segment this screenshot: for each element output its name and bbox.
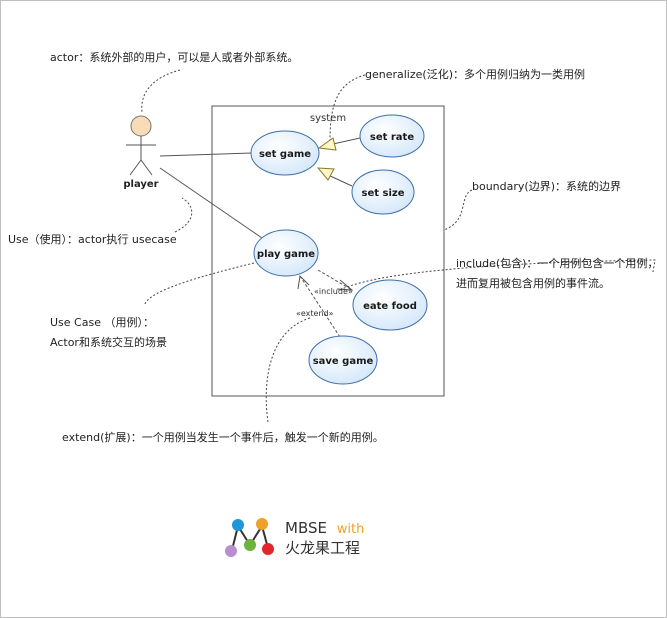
extend-line — [299, 275, 341, 338]
actor-name: player — [123, 179, 158, 190]
include-stereotype: «include» — [314, 287, 353, 296]
usecase-save-game[interactable]: save game — [308, 335, 378, 385]
logo-subtitle: 火龙果工程 — [285, 539, 360, 557]
logo-dot-purple — [225, 545, 237, 557]
usecase-set-rate[interactable]: set rate — [359, 114, 425, 158]
include-line — [317, 269, 353, 291]
logo-dot-green — [244, 539, 256, 551]
generalization-arrow-setsize — [316, 167, 335, 181]
note-connector-use — [174, 197, 193, 233]
usecase-set-game[interactable]: set game — [250, 130, 320, 176]
usecase-label: eate food — [363, 301, 417, 312]
system-label: system — [310, 113, 346, 124]
include-arrowhead — [336, 279, 354, 291]
system-boundary — [211, 105, 445, 397]
generalization-setrate — [332, 137, 361, 145]
usecase-label: set size — [362, 188, 405, 199]
usecase-set-size[interactable]: set size — [351, 169, 415, 215]
actor-head — [130, 115, 152, 137]
usecase-label: save game — [313, 356, 374, 367]
logo-dot-orange — [256, 518, 268, 530]
note-connector-generalize — [329, 74, 366, 141]
note-use: Use（使用）：actor执行 usecase — [8, 232, 177, 246]
association-player-playgame — [159, 167, 263, 239]
usecase-label: set game — [259, 149, 311, 160]
association-player-setgame — [159, 152, 253, 157]
actor-player[interactable]: player — [123, 115, 159, 190]
usecase-label: set rate — [370, 132, 414, 143]
note-connector-boundary — [443, 189, 473, 231]
mbse-logo — [225, 518, 274, 557]
generalization-setsize — [327, 174, 353, 187]
note-actor: actor：系统外部的用户，可以是人或者外部系统。 — [50, 50, 298, 64]
note-usecase-line1: Use Case （用例）： — [50, 315, 154, 329]
note-include-line1: include(包含)：一个用例包含一个用例， — [456, 256, 658, 270]
note-include-line2: 进而复用被包含用例的事件流。 — [456, 276, 610, 290]
logo-dot-red — [262, 543, 274, 555]
logo-dot-blue — [232, 519, 244, 531]
logo-with: with — [337, 522, 365, 537]
extend-arrowhead — [297, 274, 310, 290]
note-extend: extend(扩展)：一个用例当发生一个事件后，触发一个新的用例。 — [62, 430, 384, 444]
note-connector-usecase — [144, 262, 255, 305]
usecase-eate-food[interactable]: eate food — [352, 279, 428, 331]
note-generalize: generalize(泛化)：多个用例归纳为一类用例 — [365, 67, 585, 81]
logo-title-mbse: MBSE — [285, 519, 327, 537]
note-connector-actor — [141, 69, 181, 113]
logo-title: MBSE with — [285, 519, 364, 537]
generalization-arrow-setrate — [317, 137, 337, 151]
note-connector-extend — [265, 317, 311, 423]
usecase-label: play game — [257, 249, 315, 260]
extend-stereotype: «extend» — [296, 309, 334, 318]
note-boundary: boundary(边界)：系统的边界 — [472, 179, 621, 193]
note-usecase-line2: Actor和系统交互的场景 — [50, 335, 167, 349]
usecase-play-game[interactable]: play game — [253, 229, 319, 277]
